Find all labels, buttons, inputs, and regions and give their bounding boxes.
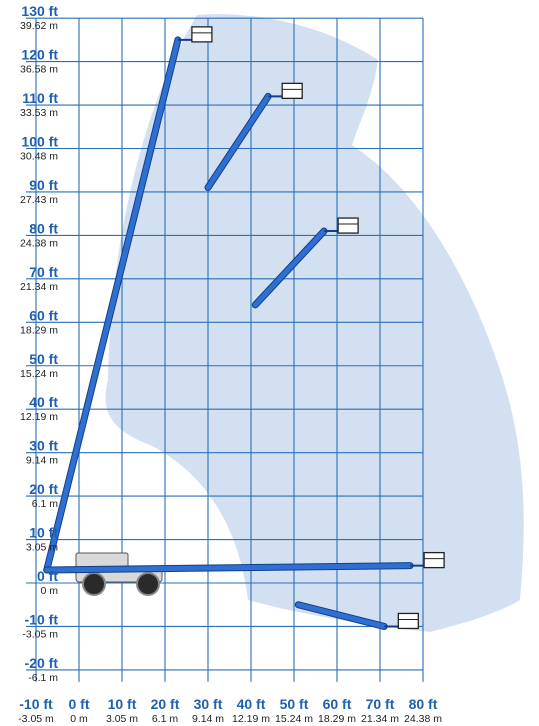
- x-tick-label-m: 12.19 m: [232, 713, 270, 725]
- y-tick-label-ft: 50 ft: [29, 351, 58, 367]
- y-tick-label-m: 3.05 m: [26, 542, 58, 554]
- y-tick-label-m: 33.53 m: [20, 107, 58, 119]
- y-tick-label-m: 21.34 m: [20, 281, 58, 293]
- working-envelope: [105, 14, 524, 632]
- y-tick-label-m: 18.29 m: [20, 324, 58, 336]
- x-tick-label-ft: 10 ft: [108, 696, 137, 712]
- boom-positions: [43, 26, 445, 630]
- y-tick-label-ft: 130 ft: [21, 3, 58, 19]
- y-tick-label-ft: 120 ft: [21, 47, 58, 63]
- front-tire: [82, 572, 106, 596]
- y-tick-label-ft: 80 ft: [29, 220, 58, 236]
- y-tick-label-m: 30.48 m: [20, 151, 58, 163]
- platform-basket: [191, 26, 213, 43]
- y-tick-label-m: 0 m: [40, 585, 58, 597]
- boom-below-grade: [294, 601, 419, 630]
- x-tick-label-m: 3.05 m: [106, 713, 138, 725]
- y-tick-label-ft: 90 ft: [29, 177, 58, 193]
- x-tick-label-m: 21.34 m: [361, 713, 399, 725]
- x-tick-label-m: 9.14 m: [192, 713, 224, 725]
- y-tick-label-ft: 70 ft: [29, 264, 58, 280]
- x-tick-label-m: 15.24 m: [275, 713, 313, 725]
- y-tick-label-ft: 20 ft: [29, 481, 58, 497]
- boom-mid-angled: [251, 217, 359, 309]
- x-tick-label-ft: 40 ft: [237, 696, 266, 712]
- platform-basket: [397, 612, 419, 630]
- y-tick-label-m: 27.43 m: [20, 194, 58, 206]
- y-tick-label-m: 12.19 m: [20, 411, 58, 423]
- y-tick-label-ft: -20 ft: [25, 655, 59, 671]
- boom-full-height: [43, 26, 213, 574]
- y-tick-label-ft: 30 ft: [29, 438, 58, 454]
- y-tick-label-m: 6.1 m: [32, 498, 59, 510]
- platform-basket: [423, 551, 445, 569]
- y-tick-label-ft: 60 ft: [29, 307, 58, 323]
- x-tick-label-m: 24.38 m: [404, 713, 442, 725]
- y-tick-label-m: 36.58 m: [20, 64, 58, 76]
- x-tick-label-ft: 20 ft: [151, 696, 180, 712]
- y-tick-label-m: 24.38 m: [20, 237, 58, 249]
- y-tick-label-m: 39.62 m: [20, 20, 58, 32]
- y-tick-label-ft: -10 ft: [25, 611, 59, 627]
- y-tick-label-m: -6.1 m: [28, 672, 58, 684]
- x-tick-label-ft: 60 ft: [323, 696, 352, 712]
- y-tick-label-ft: 100 ft: [21, 134, 58, 150]
- platform-basket: [281, 82, 303, 100]
- y-tick-label-ft: 110 ft: [22, 90, 58, 106]
- x-tick-label-ft: 70 ft: [366, 696, 395, 712]
- aerial-lift-base: [75, 552, 163, 596]
- x-tick-label-m: 6.1 m: [152, 713, 179, 725]
- boom-horizontal: [43, 551, 445, 574]
- y-tick-label-ft: 40 ft: [29, 394, 58, 410]
- y-tick-label-m: 9.14 m: [26, 455, 58, 467]
- rear-tire: [136, 572, 160, 596]
- y-tick-label-ft: 10 ft: [29, 525, 58, 541]
- boom-upper-angled: [204, 82, 303, 192]
- y-tick-label-m: 15.24 m: [20, 368, 58, 380]
- x-tick-label-m: -3.05 m: [18, 713, 54, 725]
- x-tick-label-ft: 50 ft: [280, 696, 309, 712]
- x-tick-label-m: 0 m: [70, 713, 88, 725]
- x-tick-label-ft: 80 ft: [409, 696, 438, 712]
- x-tick-label-ft: -10 ft: [19, 696, 53, 712]
- x-tick-label-m: 18.29 m: [318, 713, 356, 725]
- platform-basket: [337, 217, 359, 234]
- x-tick-label-ft: 0 ft: [69, 696, 90, 712]
- x-tick-label-ft: 30 ft: [194, 696, 223, 712]
- y-tick-label-m: -3.05 m: [22, 628, 58, 640]
- y-tick-label-ft: 0 ft: [37, 568, 58, 584]
